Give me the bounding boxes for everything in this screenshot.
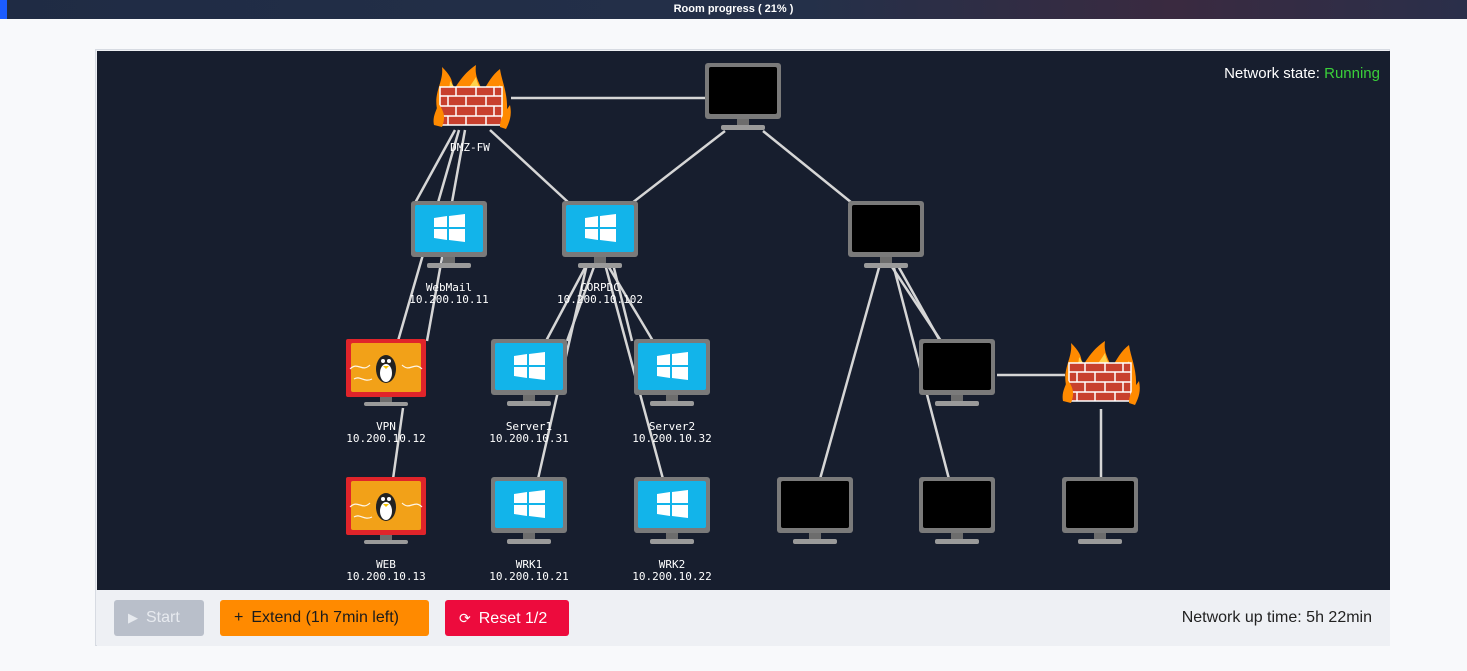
extend-button[interactable]: + Extend (1h 7min left) [220, 600, 429, 636]
node-unknown-bottom-2[interactable] [917, 477, 997, 547]
wrk2-name: WRK2 [658, 558, 686, 571]
windows-monitor-icon [411, 201, 487, 268]
node-wrk1[interactable] [489, 477, 569, 547]
link-right-bottom1 [818, 263, 882, 480]
network-toolbar: ▶ Start + Extend (1h 7min left) ⟳ Reset 1/2… [97, 590, 1390, 646]
server2-name: Server2 [648, 420, 696, 433]
firewall-icon [1062, 341, 1140, 405]
node-label-corpdc: CORPDC 10.200.10.102 [520, 282, 680, 306]
link-hub-corpdc [631, 130, 726, 204]
windows-monitor-icon [634, 477, 710, 544]
node-web[interactable] [346, 477, 426, 547]
corpdc-ip: 10.200.10.102 [556, 293, 644, 306]
webmail-name: WebMail [425, 281, 473, 294]
link-hub-right [762, 130, 853, 204]
link-dmzfw-webmail [413, 129, 457, 204]
reset-button-label: Reset 1/2 [478, 610, 548, 627]
unknown-monitor-icon [705, 63, 781, 130]
server1-ip: 10.200.10.31 [489, 432, 569, 445]
node-label-server2: Server2 10.200.10.32 [592, 421, 752, 445]
node-label-server1: Server1 10.200.10.31 [449, 421, 609, 445]
server1-name: Server1 [505, 420, 553, 433]
server2-ip: 10.200.10.32 [632, 432, 712, 445]
wrk2-ip: 10.200.10.22 [632, 570, 712, 583]
web-ip: 10.200.10.13 [346, 570, 426, 583]
node-dmz-fw[interactable]: DMZ-FW [430, 63, 514, 154]
plus-icon: + [234, 609, 244, 626]
refresh-icon: ⟳ [459, 610, 471, 626]
network-state-value: Running [1324, 65, 1380, 82]
start-button-label: Start [146, 609, 180, 626]
node-unknown-top[interactable] [703, 63, 783, 133]
node-wrk2[interactable] [632, 477, 712, 547]
windows-monitor-icon [562, 201, 638, 268]
network-panel: Network state: Running DMZ-FW [95, 49, 1390, 646]
corpdc-name: CORPDC [580, 281, 620, 294]
webmail-ip: 10.200.10.11 [409, 293, 489, 306]
room-progress-bar: Room progress ( 21% ) [0, 0, 1467, 19]
unknown-monitor-icon [848, 201, 924, 268]
node-webmail[interactable] [409, 201, 489, 271]
node-vpn[interactable] [346, 339, 426, 409]
node-server1[interactable] [489, 339, 569, 409]
start-button[interactable]: ▶ Start [114, 600, 204, 636]
unknown-monitor-icon [919, 339, 995, 406]
node-label-webmail: WebMail 10.200.10.11 [369, 282, 529, 306]
node-server2[interactable] [632, 339, 712, 409]
node-corpdc[interactable] [560, 201, 640, 271]
network-state-label: Network state: [1224, 65, 1320, 82]
compromised-linux-monitor-icon [346, 339, 426, 406]
extend-button-label: Extend (1h 7min left) [251, 609, 399, 626]
network-state: Network state: Running [1224, 65, 1380, 82]
node-label-dmz-fw: DMZ-FW [450, 141, 490, 154]
network-uptime: Network up time: 5h 22min [1181, 609, 1372, 626]
web-name: WEB [376, 558, 396, 571]
node-label-wrk1: WRK1 10.200.10.21 [449, 559, 609, 583]
node-label-wrk2: WRK2 10.200.10.22 [592, 559, 752, 583]
tux-icon [376, 493, 396, 521]
windows-monitor-icon [491, 339, 567, 406]
windows-monitor-icon [634, 339, 710, 406]
wrk1-ip: 10.200.10.21 [489, 570, 569, 583]
compromised-linux-monitor-icon [346, 477, 426, 544]
node-label-web: WEB 10.200.10.13 [306, 559, 466, 583]
node-unknown-bottom-1[interactable] [775, 477, 855, 547]
firewall-icon [433, 65, 511, 129]
reset-button[interactable]: ⟳ Reset 1/2 [445, 600, 569, 636]
link-vpn-web [391, 407, 405, 480]
progress-fill [0, 0, 8, 19]
room-progress-label: Room progress ( 21% ) [673, 3, 794, 15]
node-label-vpn: VPN 10.200.10.12 [306, 421, 466, 445]
tux-icon [376, 355, 396, 383]
link-right-mid-b [895, 263, 942, 342]
vpn-name: VPN [376, 420, 396, 433]
link-corpdc-server2 [605, 263, 655, 342]
link-dmzfw-corpdc [489, 129, 570, 204]
node-firewall-2[interactable] [1059, 339, 1143, 416]
node-unknown-right[interactable] [846, 201, 926, 271]
wrk1-name: WRK1 [515, 558, 543, 571]
node-unknown-bottom-3[interactable] [1060, 477, 1140, 547]
windows-monitor-icon [491, 477, 567, 544]
link-corpdc-server1 [544, 263, 589, 342]
link-corpdc-server2-b [611, 263, 634, 342]
node-unknown-mid-right[interactable] [917, 339, 997, 409]
play-icon: ▶ [128, 610, 138, 625]
unknown-monitor-icon [1062, 477, 1138, 544]
unknown-monitor-icon [919, 477, 995, 544]
vpn-ip: 10.200.10.12 [346, 432, 426, 445]
network-map: Network state: Running DMZ-FW [97, 51, 1390, 590]
unknown-monitor-icon [777, 477, 853, 544]
